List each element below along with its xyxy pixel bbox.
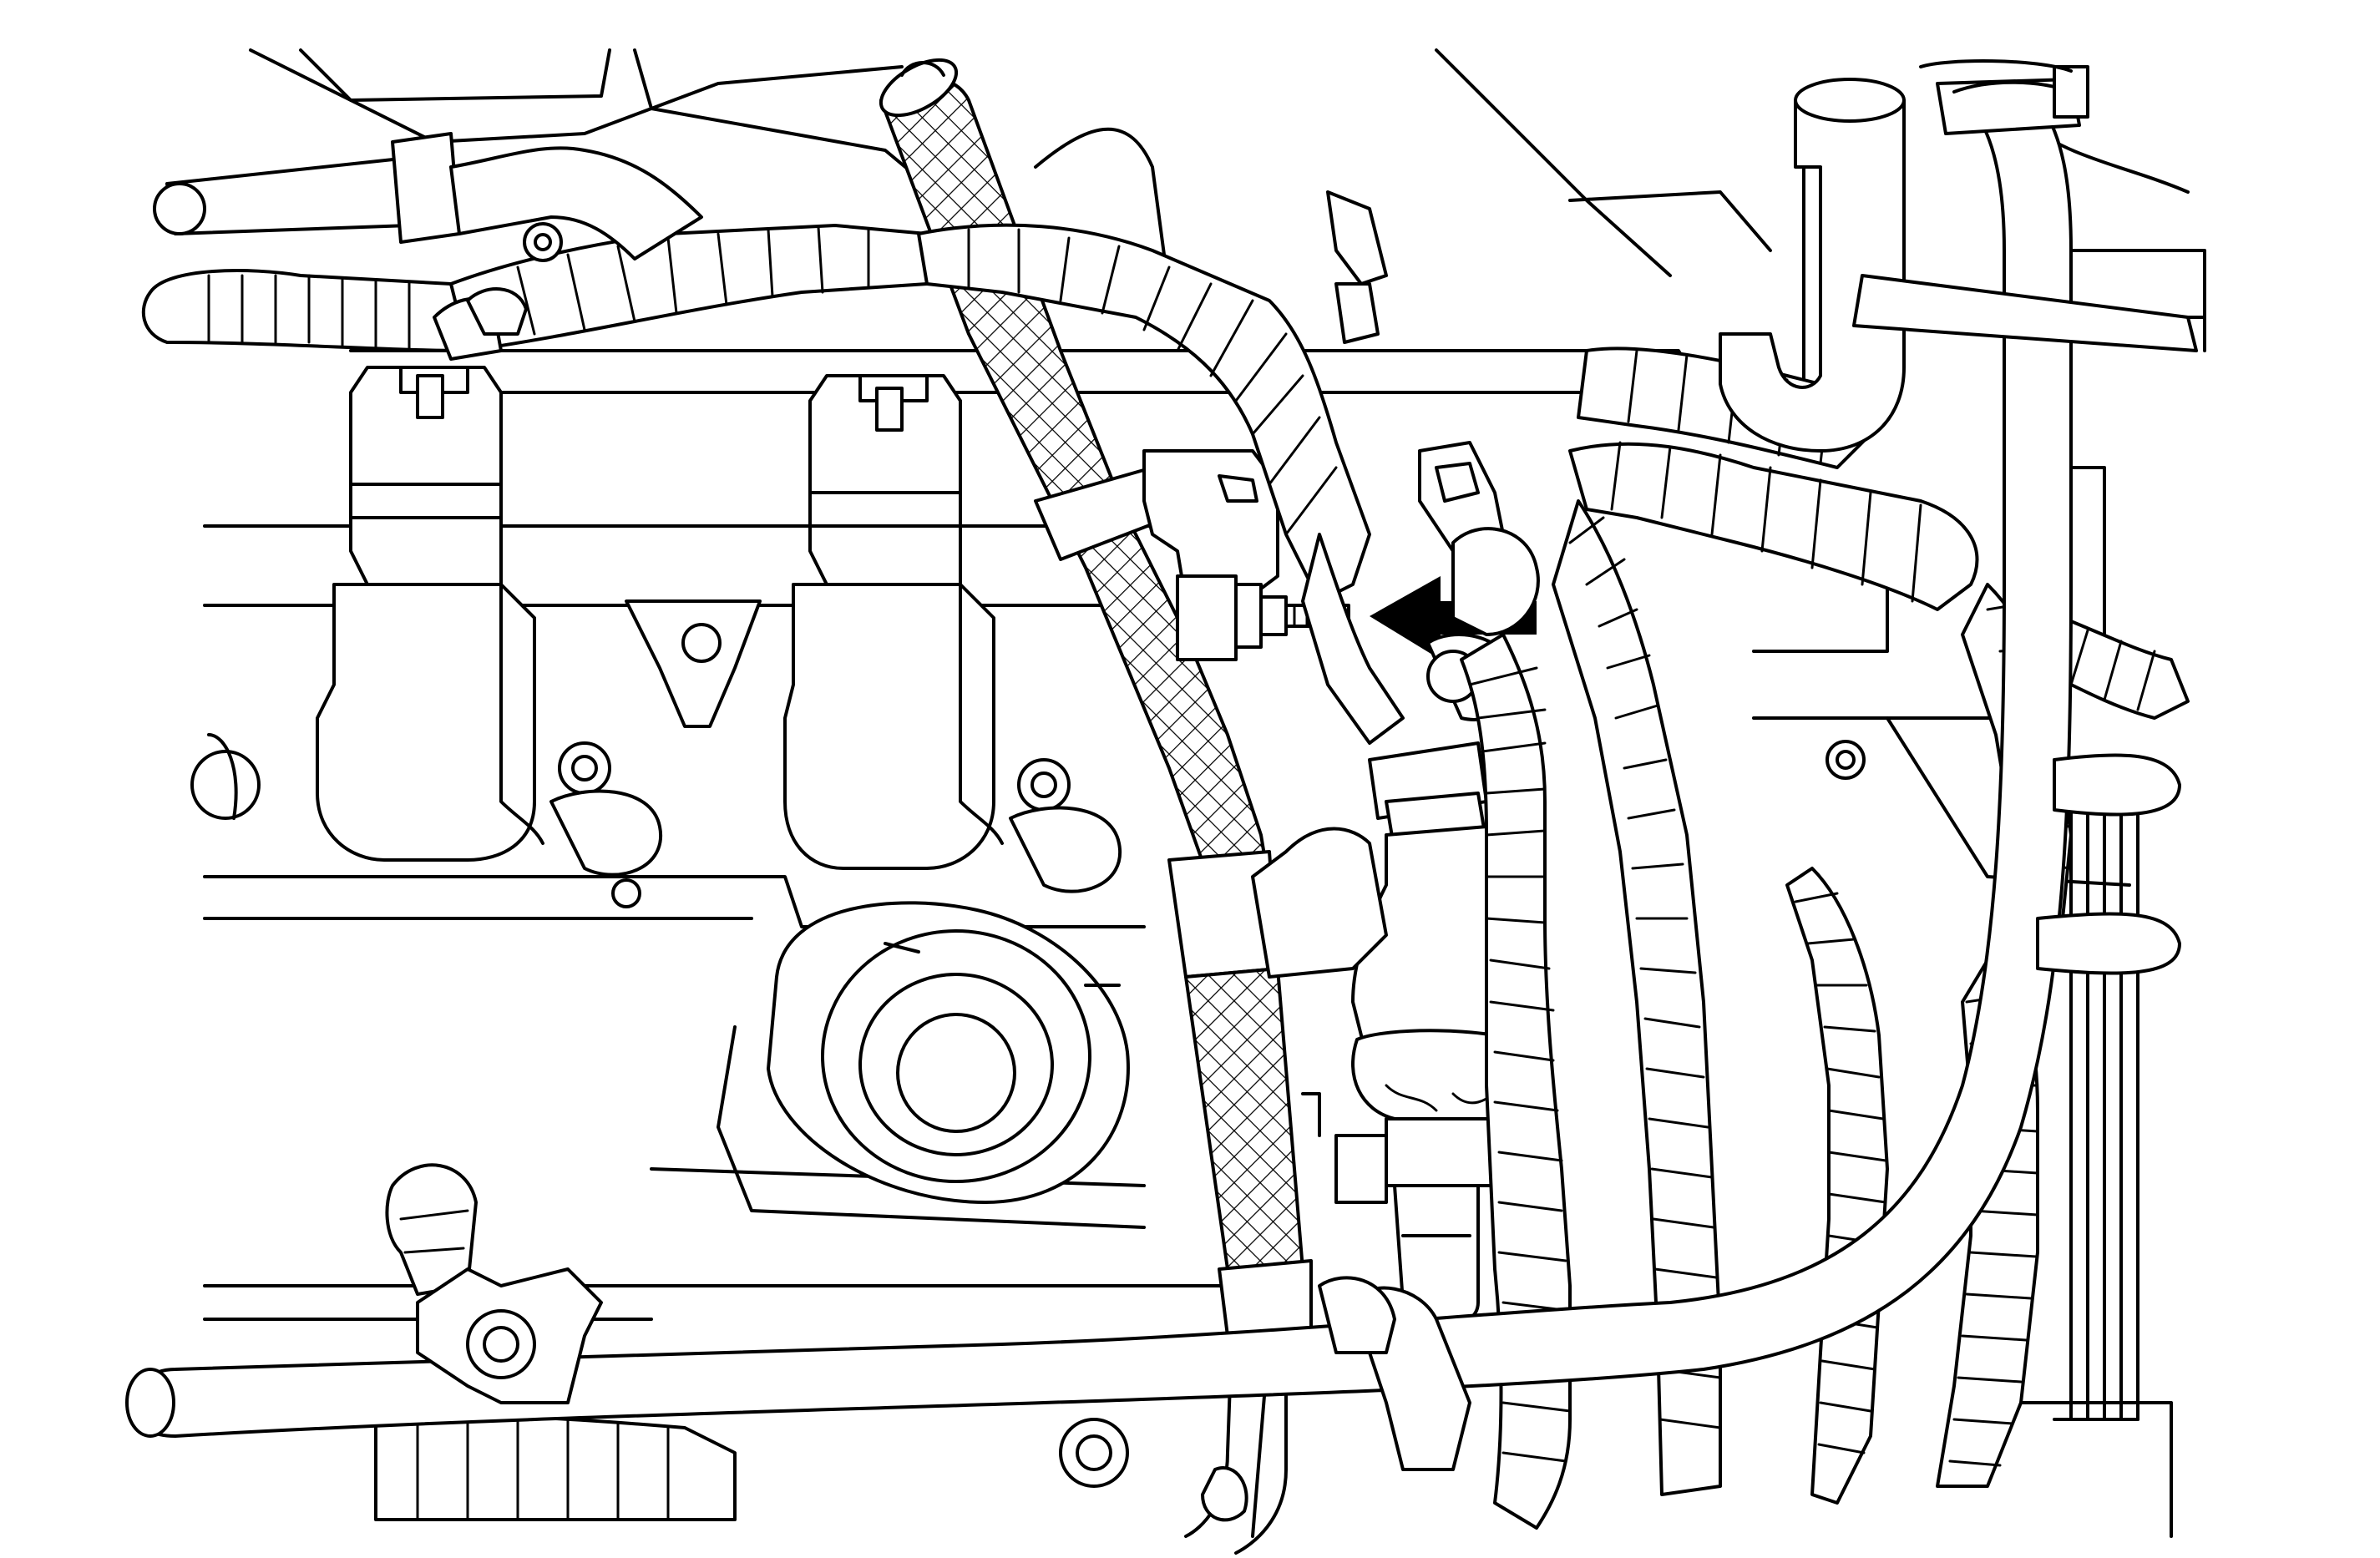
coil-mount-hardware	[190, 599, 1866, 908]
lower-left-fittings	[416, 1267, 1129, 1488]
upper-right-hose	[1719, 78, 2198, 453]
upper-left-hose	[153, 132, 703, 361]
ignition-coil-2	[783, 374, 1004, 870]
round-housing-cap	[767, 901, 1130, 1204]
large-coolant-hose	[125, 59, 2089, 1438]
right-tube-bundle	[2036, 753, 2181, 1421]
engine-bolt-stud	[1142, 449, 1350, 661]
small-return-hose	[1318, 1276, 1471, 1471]
ignition-coil-1	[316, 366, 544, 862]
